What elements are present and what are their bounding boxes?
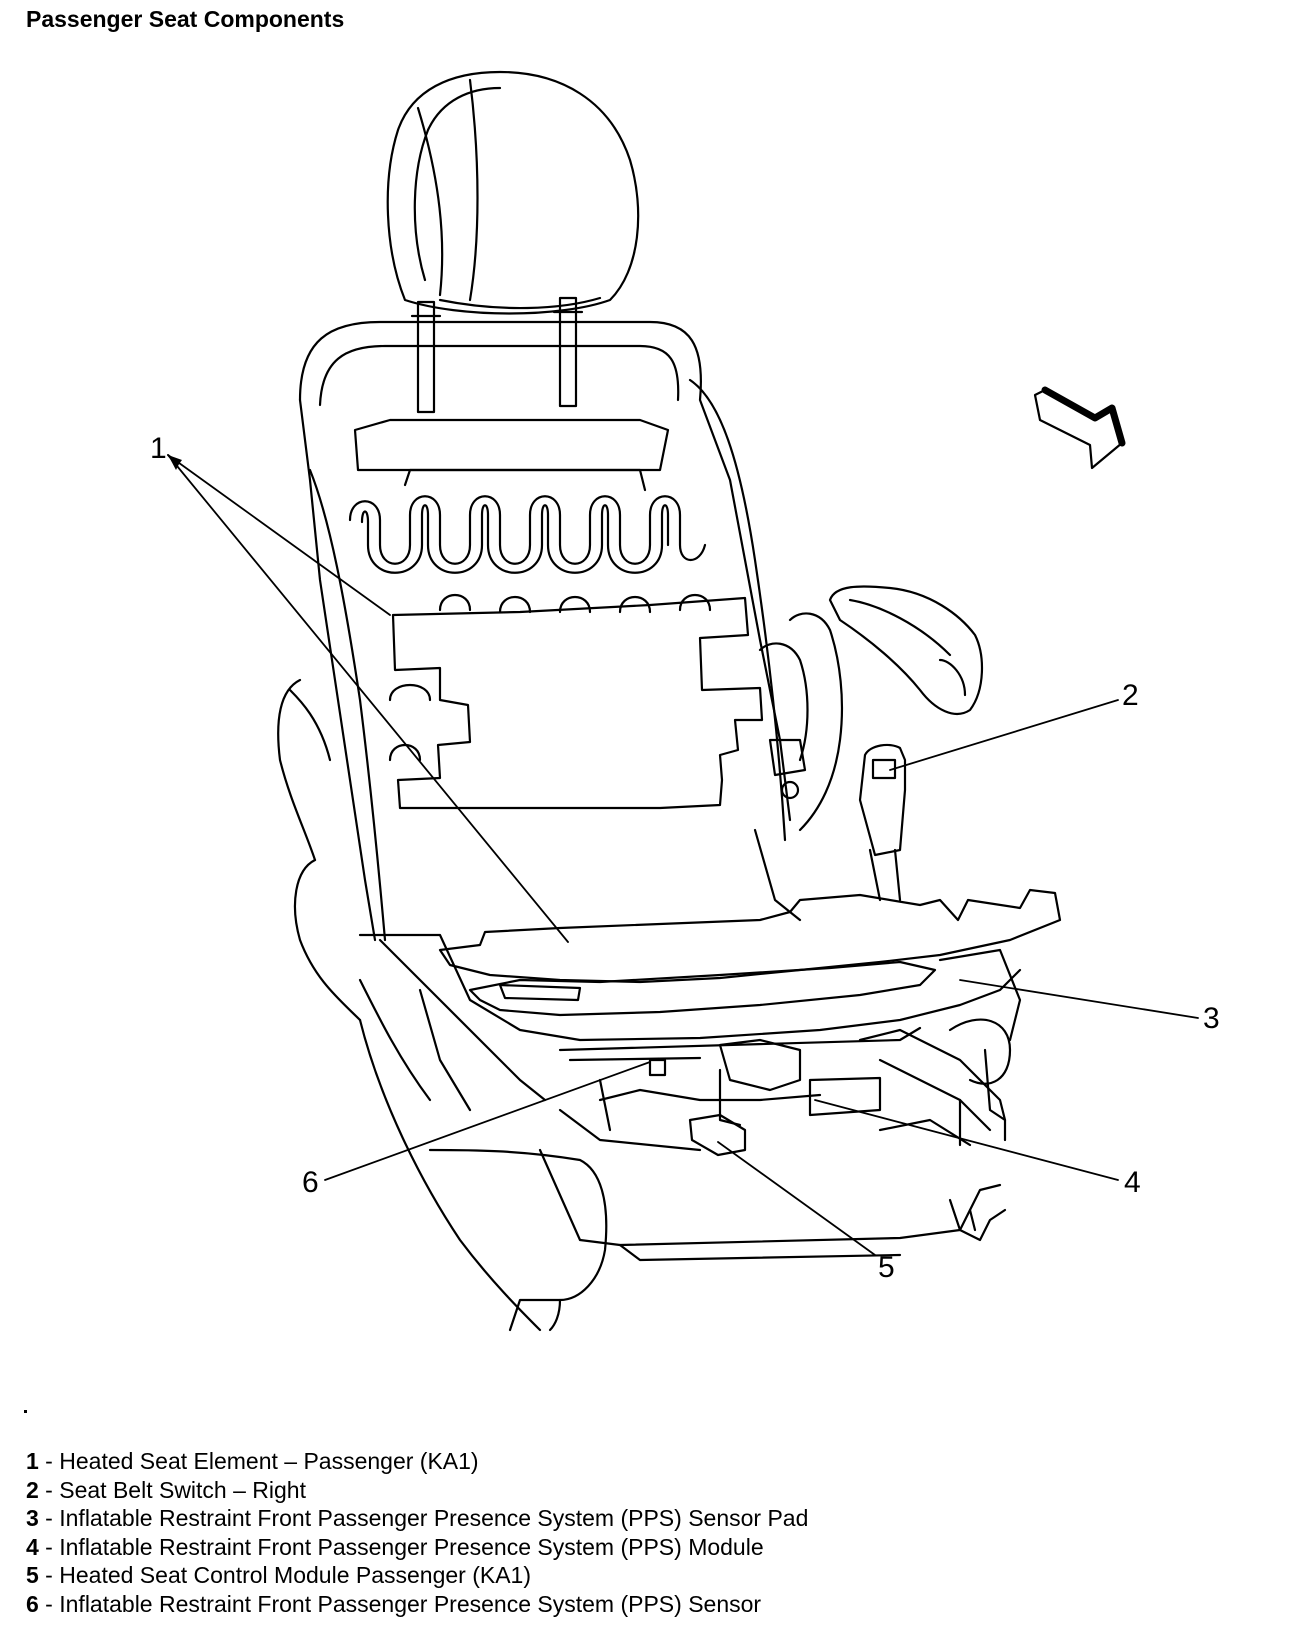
legend-item-3: 3 - Inflatable Restraint Front Passenger… — [26, 1505, 809, 1532]
seat-base — [538, 1148, 1007, 1262]
forward-arrow-icon — [1033, 386, 1126, 470]
callout-3: 3 — [1203, 1002, 1220, 1035]
legend-item-6: 6 - Inflatable Restraint Front Passenger… — [26, 1590, 762, 1617]
legend-item-1: 1 - Heated Seat Element – Passenger (KA1… — [26, 1448, 479, 1474]
seatback-frame — [298, 320, 792, 942]
legend-item-5: 5 - Heated Seat Control Module Passenger… — [26, 1562, 532, 1589]
callout-6: 6 — [302, 1166, 319, 1199]
bolster-left — [277, 678, 542, 1332]
callout-4: 4 — [1124, 1166, 1141, 1199]
seat-springs — [348, 495, 712, 762]
sensor-pad — [468, 960, 937, 1017]
leader-arrowheads — [168, 455, 182, 470]
headrest-posts — [410, 296, 584, 414]
under-seat-mechanism — [558, 1018, 1012, 1157]
callout-1: 1 — [150, 432, 167, 465]
legend: 1 - Heated Seat Element – Passenger (KA1… — [26, 1447, 808, 1619]
seat-frame — [358, 933, 1022, 1112]
heated-element-back — [391, 596, 764, 810]
legend-item-4: 4 - Inflatable Restraint Front Passenger… — [26, 1533, 764, 1560]
side-mechanism — [753, 612, 844, 922]
front-trim — [428, 1148, 608, 1332]
headrest — [386, 70, 640, 315]
heated-element-cushion — [438, 888, 1062, 984]
leader-lines — [167, 454, 1199, 1256]
stray-dot — [24, 1410, 27, 1413]
page-title: Passenger Seat Components — [26, 6, 345, 32]
seat-belt-buckle — [858, 743, 907, 902]
callout-5: 5 — [878, 1251, 895, 1284]
legend-item-2: 2 - Seat Belt Switch – Right — [26, 1476, 306, 1503]
seat-diagram: 1 2 3 4 5 6 — [150, 70, 1220, 1332]
armrest — [828, 585, 983, 715]
callout-2: 2 — [1122, 679, 1139, 712]
